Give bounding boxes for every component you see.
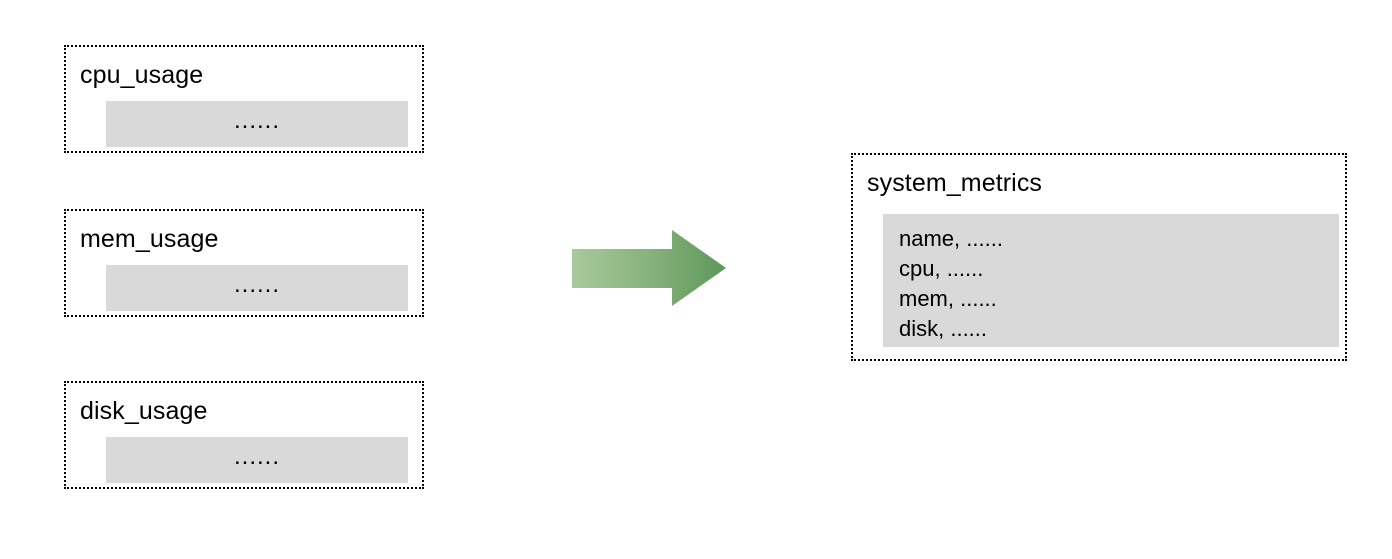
- target-entity-title: system_metrics: [867, 169, 1043, 197]
- ellipsis-placeholder: ......: [233, 271, 280, 298]
- field-row: disk, ......: [899, 316, 988, 341]
- field-row: mem, ......: [899, 286, 997, 311]
- target-entity-system-metrics[interactable]: system_metrics name, ...... cpu, ...... …: [851, 153, 1347, 361]
- source-entity-mem-usage[interactable]: mem_usage ......: [64, 209, 424, 317]
- source-entity-disk-usage[interactable]: disk_usage ......: [64, 381, 424, 489]
- right-arrow-icon: [571, 229, 727, 307]
- field-row: cpu, ......: [899, 256, 984, 281]
- ellipsis-placeholder: ......: [233, 107, 280, 134]
- target-entity-body: name, ...... cpu, ...... mem, ...... dis…: [883, 214, 1339, 347]
- ellipsis-placeholder: ......: [233, 443, 280, 470]
- source-entity-body: ......: [106, 101, 408, 147]
- source-entity-title: disk_usage: [80, 397, 208, 425]
- source-entity-title: cpu_usage: [80, 61, 204, 89]
- source-entity-body: ......: [106, 437, 408, 483]
- source-entity-cpu-usage[interactable]: cpu_usage ......: [64, 45, 424, 153]
- field-row: name, ......: [899, 226, 1003, 251]
- source-entity-title: mem_usage: [80, 225, 219, 253]
- source-entity-body: ......: [106, 265, 408, 311]
